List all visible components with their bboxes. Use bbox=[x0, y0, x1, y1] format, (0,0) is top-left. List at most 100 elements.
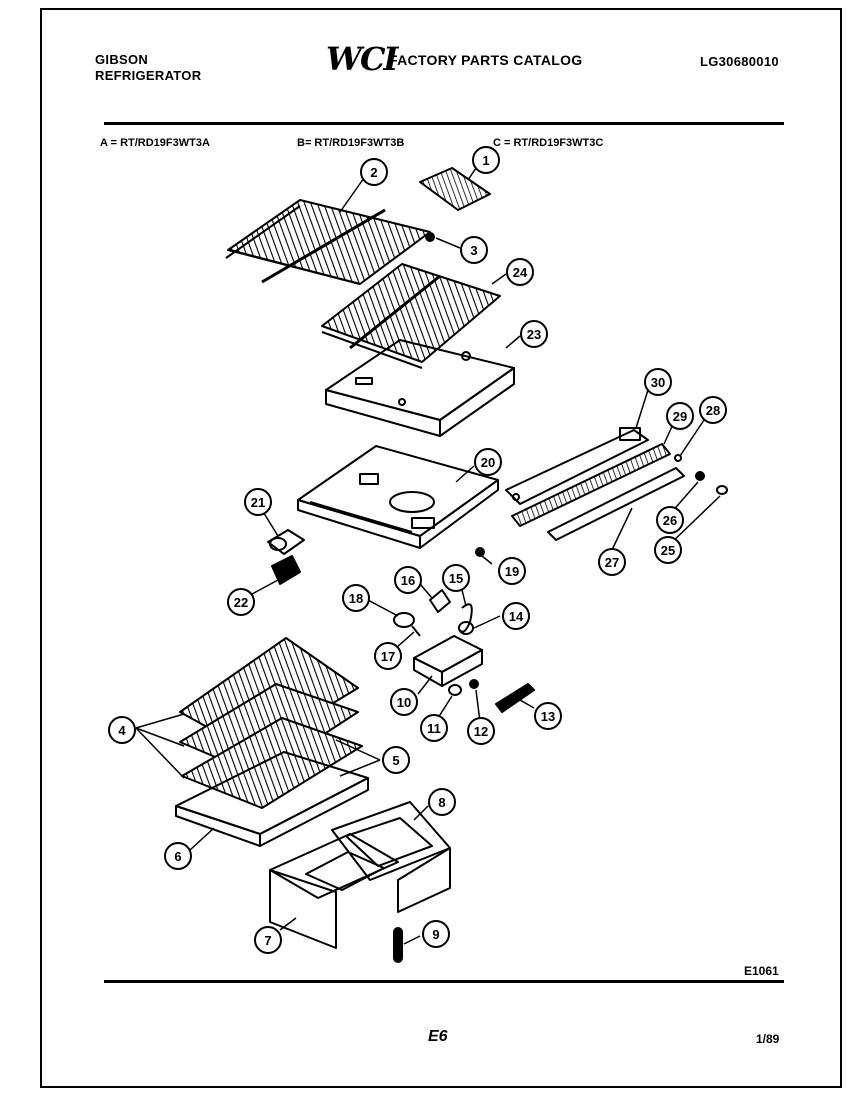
revision-date: 1/89 bbox=[756, 1032, 780, 1046]
callout-29: 29 bbox=[666, 402, 694, 430]
svg-text:14: 14 bbox=[509, 609, 524, 624]
callout-27: 27 bbox=[598, 548, 626, 576]
svg-text:28: 28 bbox=[706, 403, 720, 418]
svg-text:21: 21 bbox=[251, 495, 265, 510]
leader-lines bbox=[135, 167, 721, 945]
callout-11: 11 bbox=[420, 714, 448, 742]
svg-text:8: 8 bbox=[438, 795, 445, 810]
svg-text:29: 29 bbox=[673, 409, 687, 424]
model-a: A = RT/RD19F3WT3A bbox=[100, 137, 210, 149]
svg-text:6: 6 bbox=[174, 849, 181, 864]
part-21-clip bbox=[267, 529, 305, 555]
callout-16: 16 bbox=[394, 566, 422, 594]
part-30-rail bbox=[505, 427, 649, 505]
callout-2: 2 bbox=[360, 158, 388, 186]
callout-24: 24 bbox=[506, 258, 534, 286]
callout-13: 13 bbox=[534, 702, 562, 730]
callout-17: 17 bbox=[374, 642, 402, 670]
callout-22: 22 bbox=[227, 588, 255, 616]
page-number: E6 bbox=[428, 1028, 448, 1045]
model-b: B= RT/RD19F3WT3B bbox=[297, 137, 405, 149]
part-22-clip bbox=[271, 555, 301, 585]
brand-name: GIBSON bbox=[95, 52, 149, 67]
svg-text:17: 17 bbox=[381, 649, 395, 664]
part-13-lens bbox=[495, 683, 535, 713]
svg-text:13: 13 bbox=[541, 709, 555, 724]
callout-15: 15 bbox=[442, 564, 470, 592]
part-7-crisper-drawer-left bbox=[269, 833, 399, 949]
callout-5: 5 bbox=[382, 746, 410, 774]
part-9-handle bbox=[393, 927, 403, 963]
brand-block: GIBSON REFRIGERATOR bbox=[95, 52, 201, 84]
svg-text:22: 22 bbox=[234, 595, 248, 610]
svg-text:23: 23 bbox=[527, 327, 541, 342]
callout-10: 10 bbox=[390, 688, 418, 716]
callout-8: 8 bbox=[428, 788, 456, 816]
callout-9: 9 bbox=[422, 920, 450, 948]
page-border bbox=[40, 8, 842, 1088]
callout-14: 14 bbox=[502, 602, 530, 630]
model-c: C = RT/RD19F3WT3C bbox=[493, 137, 604, 149]
part-3-shelf-clip bbox=[425, 232, 435, 242]
part-29-rail bbox=[511, 443, 671, 527]
callout-1: 1 bbox=[472, 146, 500, 174]
callout-3: 3 bbox=[460, 236, 488, 264]
svg-text:30: 30 bbox=[651, 375, 665, 390]
document-number: LG30680010 bbox=[700, 54, 779, 69]
svg-text:5: 5 bbox=[392, 753, 399, 768]
diagram-code: E1061 bbox=[744, 964, 779, 978]
svg-text:1: 1 bbox=[482, 153, 489, 168]
part-27-rail bbox=[547, 467, 685, 541]
wci-logo: WCI bbox=[326, 40, 398, 78]
callout-4: 4 bbox=[108, 716, 136, 744]
svg-text:3: 3 bbox=[470, 243, 477, 258]
callout-30: 30 bbox=[644, 368, 672, 396]
header-rule bbox=[104, 122, 784, 125]
svg-text:9: 9 bbox=[432, 927, 439, 942]
svg-text:20: 20 bbox=[481, 455, 495, 470]
callout-25: 25 bbox=[654, 536, 682, 564]
callout-26: 26 bbox=[656, 506, 684, 534]
part-26-screw bbox=[695, 471, 705, 481]
callout-20: 20 bbox=[474, 448, 502, 476]
part-8-crisper-drawer-right bbox=[331, 801, 451, 913]
svg-text:16: 16 bbox=[401, 573, 415, 588]
callout-23: 23 bbox=[520, 320, 548, 348]
catalog-title: FACTORY PARTS CATALOG bbox=[389, 52, 583, 68]
part-19-pin bbox=[475, 547, 485, 557]
callout-21: 21 bbox=[244, 488, 272, 516]
part-2-wire-shelf bbox=[225, 199, 431, 285]
svg-text:27: 27 bbox=[605, 555, 619, 570]
part-4-shelf-lower bbox=[181, 717, 363, 809]
callout-18: 18 bbox=[342, 584, 370, 612]
callout-6: 6 bbox=[164, 842, 192, 870]
svg-text:2: 2 bbox=[370, 165, 377, 180]
footer-rule bbox=[104, 980, 784, 983]
part-16-bulb bbox=[429, 589, 451, 613]
svg-text:4: 4 bbox=[118, 723, 126, 738]
part-12-screw bbox=[469, 679, 479, 689]
svg-text:26: 26 bbox=[663, 513, 677, 528]
part-6-crisper-cover bbox=[175, 751, 369, 847]
svg-text:15: 15 bbox=[449, 571, 463, 586]
callout-12: 12 bbox=[467, 717, 495, 745]
svg-text:7: 7 bbox=[264, 933, 271, 948]
callout-7: 7 bbox=[254, 926, 282, 954]
part-14-switch bbox=[458, 621, 474, 635]
part-24-shelf bbox=[321, 263, 501, 369]
part-11-grommet bbox=[448, 684, 462, 696]
product-type: REFRIGERATOR bbox=[95, 68, 202, 83]
part-23-cover-plate bbox=[325, 339, 515, 437]
part-10-light-housing bbox=[413, 635, 483, 687]
part-18-lamp-socket bbox=[393, 612, 415, 628]
callout-28: 28 bbox=[699, 396, 727, 424]
svg-text:24: 24 bbox=[513, 265, 528, 280]
part-1-vent-grille bbox=[419, 167, 491, 211]
svg-text:19: 19 bbox=[505, 564, 519, 579]
part-25-bushing bbox=[716, 485, 728, 495]
part-28-screw bbox=[674, 454, 682, 462]
svg-text:18: 18 bbox=[349, 591, 363, 606]
svg-text:11: 11 bbox=[427, 721, 441, 736]
